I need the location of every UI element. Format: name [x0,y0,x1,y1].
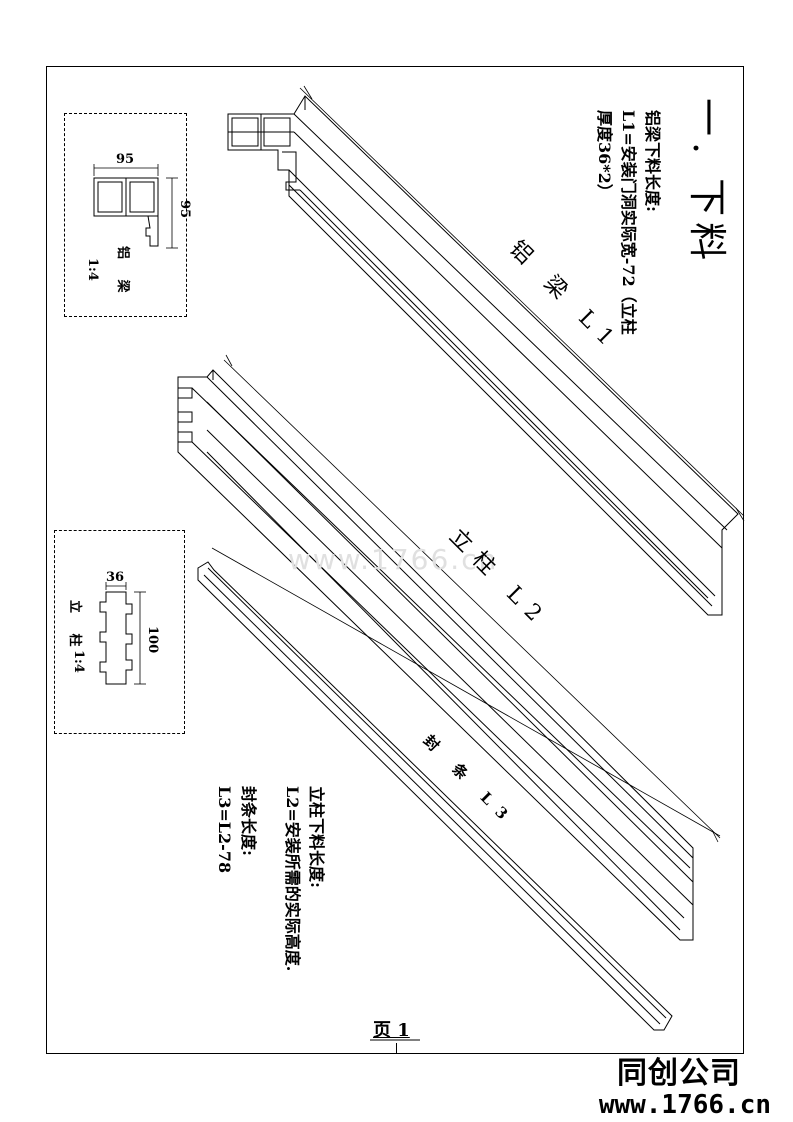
watermark: www.1766.cn [288,543,499,576]
post-section-drawing [99,582,146,685]
page-number: 页 1 [373,1020,410,1041]
beam-detail-label: 铝 梁 [115,246,130,301]
frame-center-tick [396,1043,397,1054]
brand-site: www.1766.cn [598,1090,771,1120]
post-note-formula: L2=安装所需的实际高度. [283,786,302,972]
beam-detail-box [64,113,187,317]
beam-detail-scale: 1:4 [85,258,100,281]
beam-section-drawing [93,164,178,249]
beam-dim-width: 95 [116,152,135,167]
post-detail-box [54,530,185,734]
beam-profile-drawing [227,85,745,616]
strip-note-formula: L3=L2-78 [215,786,234,874]
section-title: 一. 下料 [685,98,729,267]
post-detail-scale: 1:4 [71,650,86,673]
post-note-title: 立柱下料长度: [307,786,326,888]
beam-note-formula2: 厚度36*2） [595,110,614,200]
post-profile-drawing [177,354,721,941]
post-detail-label: 立 柱 [67,600,82,655]
strip-note-title: 封条长度: [239,786,258,856]
brand-name: 同创公司 [617,1056,741,1091]
post-dim-height: 100 [145,626,160,654]
post-dim-width: 36 [106,570,125,585]
strip-profile-drawing [197,547,721,1031]
beam-note-formula: L1=安装门洞实际宽-72（立柱 [619,110,638,335]
drawing-frame [46,66,744,1054]
beam-dim-height: 95 [177,200,192,219]
beam-note-title: 铝梁下料长度: [643,110,662,212]
